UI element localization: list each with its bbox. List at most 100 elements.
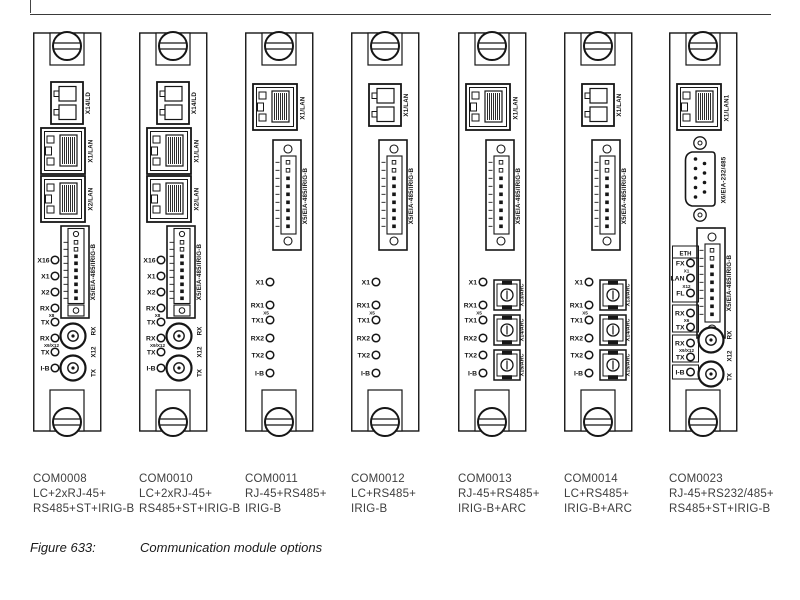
led-label: FL	[676, 290, 684, 297]
fiber-label: TX	[197, 368, 204, 377]
fiber-label: X12	[197, 346, 204, 358]
led-label: I-B	[146, 365, 155, 372]
led-label: TX2	[571, 352, 584, 359]
led-sub-label: X5	[476, 310, 482, 315]
port-label: X5/EIA-485/IRIG-B	[621, 167, 628, 224]
led-label: RX	[146, 335, 156, 342]
module-caption-com0010: COM0010 LC+2xRJ-45+ RS485+ST+IRIG-B	[139, 472, 254, 517]
module-drawing-com0012: X1/LAN X5/EIA-485/IRIG-B X1 RX1 X5 TX1 R…	[351, 31, 420, 437]
module-name: COM0013	[458, 473, 512, 485]
lan1-port	[40, 127, 86, 175]
module-caption-com0008: COM0008 LC+2xRJ-45+ RS485+ST+IRIG-B	[33, 472, 148, 517]
led-label: RX2	[357, 335, 370, 342]
led-sub-label: X1	[684, 269, 690, 274]
lan1-port	[368, 83, 402, 127]
port-label: X5/EIA-485/IRIG-B	[302, 167, 309, 224]
module-desc-line1: RJ-45+RS485+	[245, 488, 327, 500]
module-caption-com0011: COM0011 RJ-45+RS485+ IRIG-B	[245, 472, 360, 517]
led-label: X1	[362, 279, 371, 286]
led-label: LAN	[671, 275, 685, 282]
top-screw	[367, 31, 403, 66]
led-label: TX	[676, 324, 685, 331]
module-caption-com0023: COM0023 RJ-45+RS232/485+ RS485+ST+IRIG-B	[669, 472, 784, 517]
lan2-port	[146, 175, 192, 223]
ld-port	[156, 81, 190, 125]
led-label: RX	[146, 305, 156, 312]
led-sub-label: X9/X12	[44, 343, 60, 348]
led-sub-label: X9/X12	[150, 343, 166, 348]
lan1-port	[676, 83, 722, 131]
port-label: X5/EIA-485/IRIG-B	[726, 254, 733, 311]
arc-connector-3	[493, 349, 521, 381]
serial-terminal-block	[485, 139, 515, 251]
port-label: X5/EIA-485/IRIG-B	[515, 167, 522, 224]
led-label: RX1	[464, 302, 477, 309]
module-drawing-com0014: X1/LAN X5/EIA-485/IRIG-B X1 RX1 X5 TX1 R…	[564, 31, 633, 437]
port-label: X6/EIA-232/485	[721, 156, 728, 203]
led-label: TX	[676, 354, 685, 361]
serial-led-box	[672, 304, 699, 333]
module-caption-com0012: COM0012 LC+RS485+ IRIG-B	[351, 472, 466, 517]
bottom-screw	[580, 389, 616, 437]
module-desc-line1: LC+RS485+	[564, 488, 630, 500]
lan1-port	[252, 83, 298, 131]
fiber-label: RX	[197, 326, 204, 335]
module-desc-line1: LC+2xRJ-45+	[139, 488, 213, 500]
bottom-screw	[49, 389, 85, 437]
page-header-rule	[30, 14, 771, 15]
bottom-screw	[474, 389, 510, 437]
led-label: RX1	[570, 302, 583, 309]
led-label: TX	[41, 349, 50, 356]
led-label: RX	[40, 305, 50, 312]
top-screw	[580, 31, 616, 66]
arc-connector-2	[493, 314, 521, 346]
led-sub-label: X5	[369, 310, 375, 315]
fiber-rx-connector	[697, 326, 725, 354]
led-label: RX2	[251, 335, 264, 342]
led-label: X2	[41, 289, 50, 296]
bottom-screw	[367, 389, 403, 437]
led-label: I-B	[40, 365, 49, 372]
bottom-screw	[685, 389, 721, 437]
arc-port-label: X13/ARC	[520, 284, 526, 307]
led-label: RX1	[251, 302, 264, 309]
fiber-tx-connector	[165, 354, 193, 382]
figure-title: Communication module options	[140, 540, 323, 555]
led-label: X1	[256, 279, 265, 286]
module-name: COM0023	[669, 473, 723, 485]
arc-connector-2	[599, 314, 627, 346]
module-name: COM0014	[564, 473, 618, 485]
fiber-rx-connector	[59, 322, 87, 350]
arc-port-label: X14/ARC	[520, 319, 526, 342]
top-screw	[261, 31, 297, 66]
serial-terminal-block	[272, 139, 302, 251]
fiber-label: X12	[91, 346, 98, 358]
led-label: TX2	[252, 352, 265, 359]
led-label: X1	[147, 273, 156, 280]
module-desc-line2: IRIG-B	[245, 503, 282, 515]
fiber-rx-connector	[165, 322, 193, 350]
top-screw	[685, 31, 721, 66]
led-label: FX	[676, 260, 685, 267]
led-label: X1	[575, 279, 584, 286]
led-sub-label: X8	[155, 313, 161, 318]
module-name: COM0012	[351, 473, 405, 485]
led-label: I-B	[574, 370, 583, 377]
fiber-label: TX	[91, 368, 98, 377]
fiber-label: TX	[727, 372, 734, 381]
led-sub-label: X9/X12	[679, 348, 695, 353]
port-label: X1/LAN	[403, 93, 410, 117]
module-drawing-com0013: X1/LAN X5/EIA-485/IRIG-B X1 RX1 X5 TX1 R…	[458, 31, 527, 437]
led-label: TX1	[465, 317, 478, 324]
module-drawing-com0023: X1/LAN1 X6/EIA-232/485 X5/EIA-485/IRIG-B…	[669, 31, 738, 437]
led-label: RX2	[570, 335, 583, 342]
port-label: X1/LAN	[616, 93, 623, 117]
port-label: X5/EIA-485/IRIG-B	[196, 243, 203, 300]
port-label: X5/EIA-485/IRIG-B	[408, 167, 415, 224]
led-label: TX	[147, 319, 156, 326]
module-name: COM0011	[245, 473, 298, 485]
fiber-led-box	[672, 334, 699, 363]
ld-port	[50, 81, 84, 125]
port-label: X2/LAN	[88, 187, 95, 211]
